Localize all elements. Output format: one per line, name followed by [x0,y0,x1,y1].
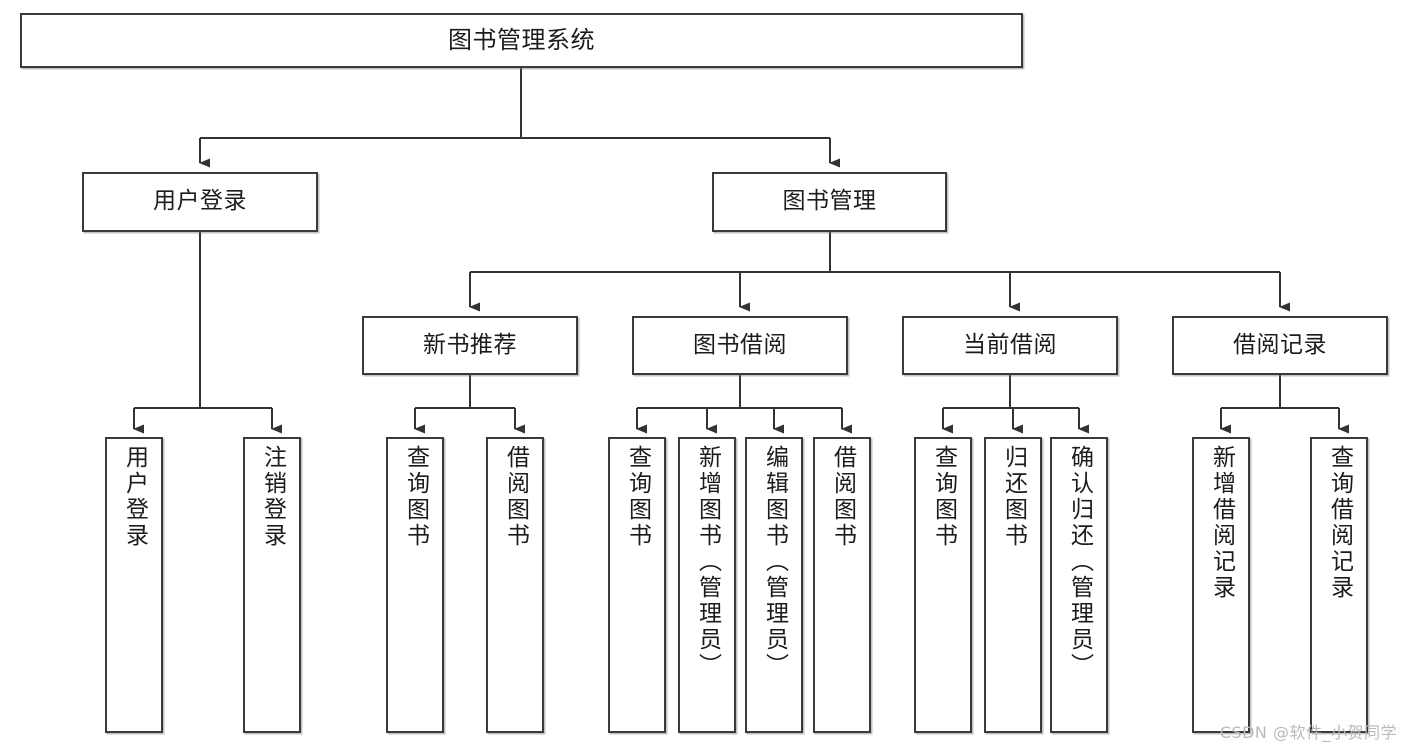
node-label: 查询借阅记录 [1326,445,1353,601]
node-book-borrow[interactable]: 图书借阅 [632,316,848,375]
node-label: 借阅图书 [829,445,856,549]
node-new-book-recommend[interactable]: 新书推荐 [362,316,578,375]
node-label: 借阅记录 [1233,331,1327,358]
node-label: 图书借阅 [693,331,787,358]
leaf-query-book-recommend[interactable]: 查询图书 [386,437,444,733]
node-label: 当前借阅 [963,331,1057,358]
leaf-add-book-admin[interactable]: 新增图书（管理员） [678,437,736,733]
node-label: 查询图书 [624,445,651,549]
node-label: 注销登录 [259,445,286,549]
node-label: 确认归还（管理员） [1066,445,1093,679]
leaf-query-book-current[interactable]: 查询图书 [914,437,972,733]
node-label: 借阅图书 [502,445,529,549]
leaf-confirm-return-admin[interactable]: 确认归还（管理员） [1050,437,1108,733]
csdn-watermark: CSDN @软件_小贺同学 [1219,723,1397,742]
node-label: 图书管理 [782,188,877,215]
edge-root-to-level2 [199,68,840,168]
edge-bookmanage-to-level3 [469,232,1290,312]
edge-bookborrow-to-leaves [636,375,852,434]
node-label: 新增借阅记录 [1208,445,1235,601]
node-user-login[interactable]: 用户登录 [82,172,318,232]
leaf-query-borrow-record[interactable]: 查询借阅记录 [1310,437,1368,733]
leaf-return-book[interactable]: 归还图书 [984,437,1042,733]
node-label: 查询图书 [402,445,429,549]
edge-userlogin-to-leaves [133,232,282,434]
edge-newbookrec-to-leaves [414,375,525,434]
node-label: 用户登录 [153,188,247,215]
node-label: 编辑图书（管理员） [761,445,788,679]
node-borrow-record[interactable]: 借阅记录 [1172,316,1388,375]
leaf-borrow-book-recommend[interactable]: 借阅图书 [486,437,544,733]
leaf-edit-book-admin[interactable]: 编辑图书（管理员） [745,437,803,733]
node-current-borrow[interactable]: 当前借阅 [902,316,1118,375]
edge-borrowrecord-to-leaves [1220,375,1349,434]
leaf-add-borrow-record[interactable]: 新增借阅记录 [1192,437,1250,733]
node-label: 归还图书 [1000,445,1027,549]
leaf-user-login[interactable]: 用户登录 [105,437,163,733]
edge-currentborrow-to-leaves [942,375,1089,434]
node-label: 新书推荐 [423,331,517,358]
node-root-system[interactable]: 图书管理系统 [20,13,1023,68]
node-label: 图书管理系统 [448,26,595,55]
node-label: 查询图书 [930,445,957,549]
leaf-borrow-book[interactable]: 借阅图书 [813,437,871,733]
leaf-query-book-borrow[interactable]: 查询图书 [608,437,666,733]
node-book-manage[interactable]: 图书管理 [712,172,947,232]
node-label: 用户登录 [121,445,148,549]
leaf-user-logout[interactable]: 注销登录 [243,437,301,733]
node-label: 新增图书（管理员） [694,445,721,679]
